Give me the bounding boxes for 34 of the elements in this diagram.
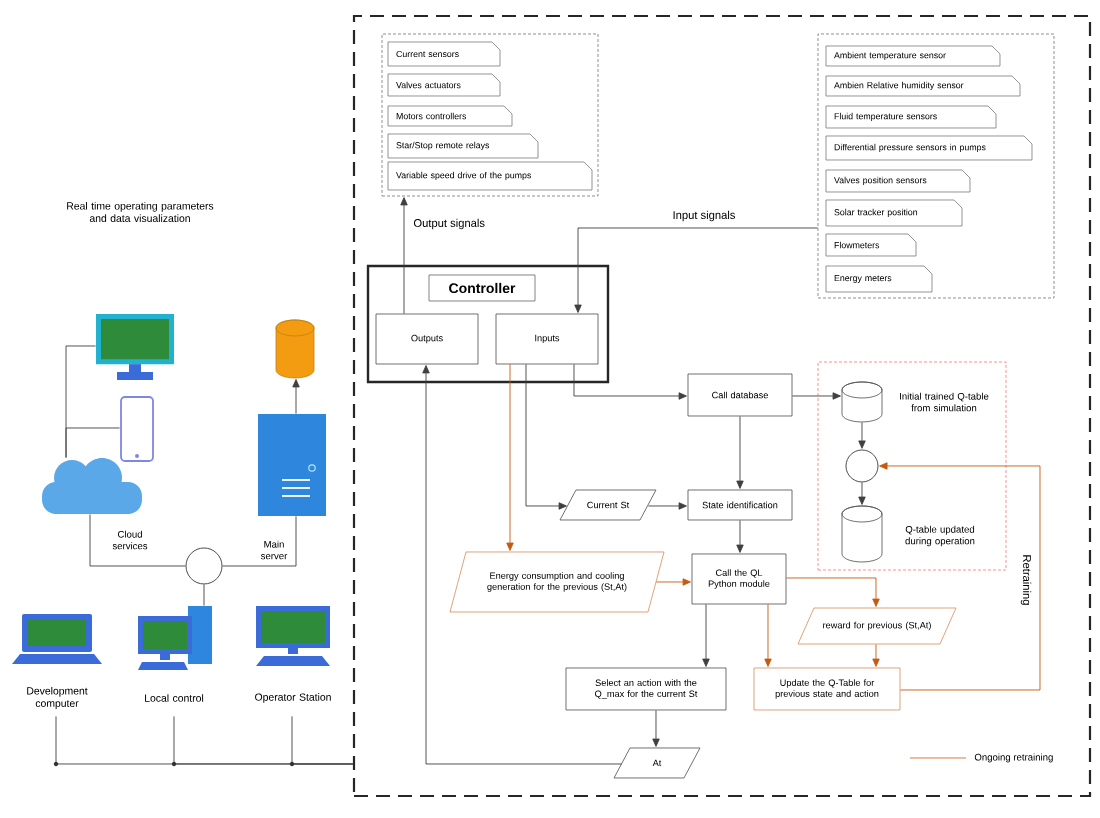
- arrow: [573, 363, 687, 400]
- sensor-group: [817, 33, 1055, 299]
- connector-line: [291, 715, 354, 765]
- arrow: [791, 392, 841, 400]
- connector-line: [222, 515, 297, 567]
- arrow: [702, 603, 710, 667]
- arrow: [785, 577, 880, 607]
- connector-line: [65, 427, 121, 459]
- arrow: [764, 603, 772, 667]
- arrow: [858, 421, 866, 449]
- monitor-icon: [96, 314, 174, 380]
- junction-circle: [185, 547, 223, 585]
- connector-line: [89, 513, 186, 567]
- arrow: [525, 363, 567, 510]
- arrow: [655, 578, 691, 586]
- arrow: [422, 365, 623, 765]
- q-table-group: [817, 361, 1007, 571]
- system-boundary: [352, 14, 1092, 798]
- arrow: [872, 643, 880, 667]
- database-icon: [275, 319, 315, 379]
- arrow: [736, 519, 744, 553]
- junction-circle: [845, 449, 879, 483]
- connector-line: [203, 584, 205, 607]
- arrow: [574, 227, 819, 313]
- arrow: [652, 709, 660, 747]
- arrow: [879, 462, 1041, 691]
- actuator-group: [381, 33, 599, 197]
- arrow: [400, 197, 408, 315]
- arrow: [506, 363, 514, 551]
- arrow: [858, 482, 866, 505]
- phone-icon: [120, 396, 154, 462]
- arrow: [647, 502, 687, 510]
- arrow: [736, 415, 744, 489]
- arrow: [292, 379, 300, 415]
